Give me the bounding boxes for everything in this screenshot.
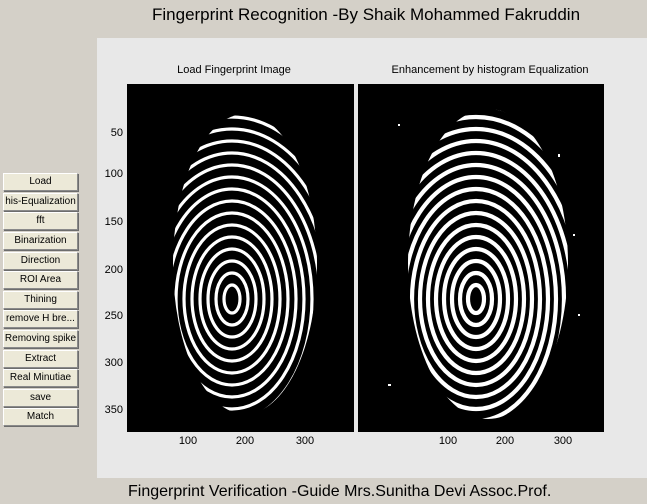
- footer-title: Fingerprint Verification -Guide Mrs.Suni…: [128, 483, 552, 500]
- roi-area-button[interactable]: ROI Area: [3, 271, 78, 289]
- right-ytick: 100: [335, 168, 354, 180]
- extract-button[interactable]: Extract: [3, 350, 78, 368]
- left-ytick: 50: [110, 127, 123, 139]
- enhanced-fingerprint-image: [388, 109, 580, 419]
- left-xtick: 300: [295, 435, 315, 447]
- right-ytick: 50: [341, 127, 354, 139]
- left-image-axes: [127, 84, 354, 432]
- left-xtick: 100: [178, 435, 198, 447]
- match-button[interactable]: Match: [3, 408, 78, 426]
- window-title: Fingerprint Recognition -By Shaik Mohamm…: [152, 5, 581, 24]
- remove-h-break-button[interactable]: remove H bre...: [3, 310, 78, 328]
- right-ytick: 200: [335, 264, 354, 276]
- fft-button[interactable]: fft: [3, 212, 78, 230]
- left-ytick: 350: [104, 404, 123, 416]
- right-image-axes: [358, 84, 604, 432]
- right-ytick: 350: [335, 404, 354, 416]
- right-ytick: 300: [335, 357, 354, 369]
- right-xtick: 200: [495, 435, 515, 447]
- left-ytick: 300: [104, 357, 123, 369]
- fingerprint-image: [173, 114, 317, 414]
- real-minutiae-button[interactable]: Real Minutiae: [3, 369, 78, 387]
- right-ytick: 250: [335, 310, 354, 322]
- load-button[interactable]: Load: [3, 173, 78, 191]
- left-xtick: 200: [235, 435, 255, 447]
- thining-button[interactable]: Thining: [3, 291, 78, 309]
- left-ytick: 250: [104, 310, 123, 322]
- removing-spike-button[interactable]: Removing spike: [3, 330, 78, 348]
- left-ytick: 150: [104, 216, 123, 228]
- right-xtick: 100: [438, 435, 458, 447]
- save-button[interactable]: save: [3, 389, 78, 407]
- binarization-button[interactable]: Binarization: [3, 232, 78, 250]
- right-xtick: 300: [553, 435, 573, 447]
- right-ytick: 150: [335, 216, 354, 228]
- left-ytick: 100: [104, 168, 123, 180]
- direction-button[interactable]: Direction: [3, 252, 78, 270]
- his-equalization-button[interactable]: his-Equalization: [3, 193, 78, 211]
- left-ytick: 200: [104, 264, 123, 276]
- left-axes-title: Load Fingerprint Image: [177, 64, 291, 76]
- right-axes-title: Enhancement by histogram Equalization: [391, 64, 589, 76]
